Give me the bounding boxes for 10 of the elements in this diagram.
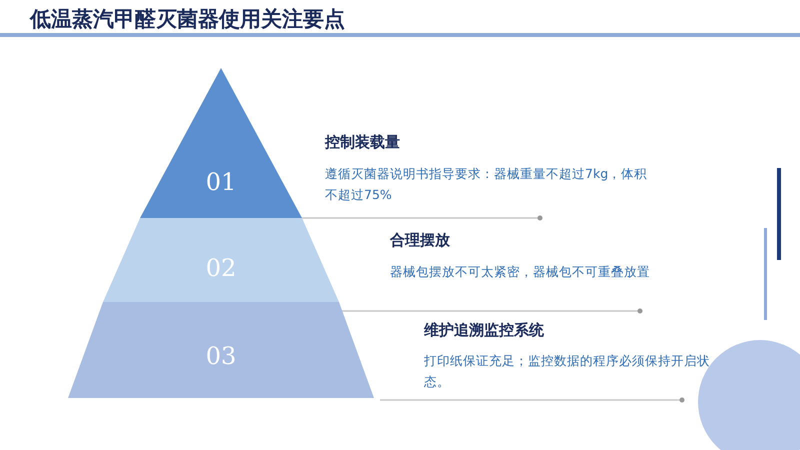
point-heading: 控制装载量 — [325, 133, 400, 152]
tier-number: 03 — [206, 342, 236, 370]
tier-number: 01 — [206, 168, 236, 196]
point-heading: 合理摆放 — [390, 231, 450, 250]
point-heading: 维护追溯监控系统 — [424, 321, 544, 340]
point-description: 器械包摆放不可太紧密，器械包不可重叠放置 — [390, 263, 651, 281]
tier-number: 02 — [206, 254, 236, 282]
slide-title: 低温蒸汽甲醛灭菌器使用关注要点 — [30, 6, 345, 33]
point-description: 遵循灭菌器说明书指导要求：器械重量不超过7kg，体积不超过75% — [325, 165, 648, 204]
point-description: 打印纸保证充足；监控数据的程序必须保持开启状态。 — [424, 352, 711, 391]
